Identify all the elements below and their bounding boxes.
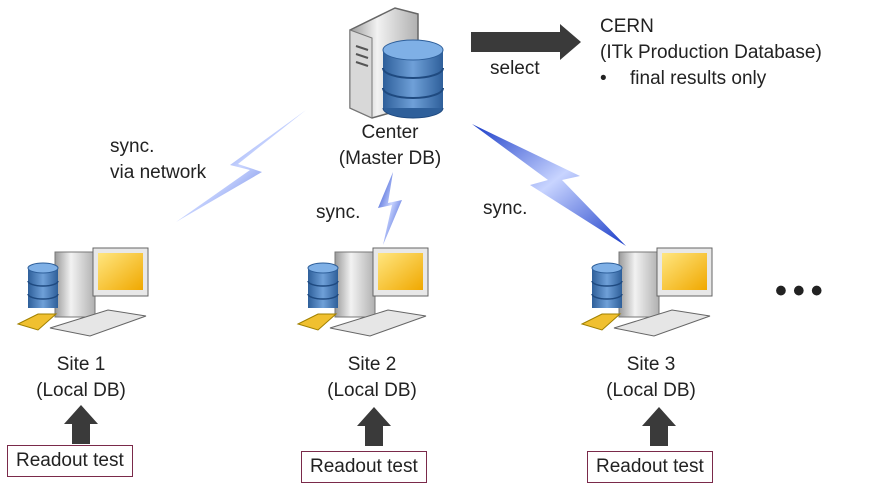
cern-bullet-text: final results only xyxy=(630,68,767,89)
site-2-db: (Local DB) xyxy=(327,380,417,401)
center-label-group: Center (Master DB) xyxy=(330,120,450,172)
cern-title: CERN xyxy=(600,16,654,37)
site-2-label: Site 2 (Local DB) xyxy=(304,352,440,404)
sync-bolt-left xyxy=(176,110,306,222)
site-3-label: Site 3 (Local DB) xyxy=(588,352,714,404)
site-3-up-arrow xyxy=(642,407,676,446)
sync-left-line1: sync. xyxy=(110,136,155,157)
site-1-readout-test-box: Readout test xyxy=(7,445,133,477)
site-1-computer-icon xyxy=(16,247,149,337)
sync-bolt-middle xyxy=(378,172,402,245)
site-3-db: (Local DB) xyxy=(606,380,696,401)
center-server-icon xyxy=(349,7,444,119)
site-3-name: Site 3 xyxy=(626,354,676,375)
site-1-label: Site 1 (Local DB) xyxy=(20,352,142,404)
site-3-computer-icon xyxy=(580,247,713,337)
cern-block: CERN (ITk Production Database) •final re… xyxy=(600,14,822,92)
sync-label-middle: sync. xyxy=(316,202,361,223)
site-2-readout-test-box: Readout test xyxy=(301,451,427,483)
select-label: select xyxy=(490,58,540,79)
sync-left-line2: via network xyxy=(110,162,207,183)
cern-bullet-item: •final results only xyxy=(600,68,767,89)
site-2-up-arrow xyxy=(357,407,391,446)
site-3-readout-test-box: Readout test xyxy=(587,451,713,483)
sync-label-left: sync. via network xyxy=(110,134,206,186)
center-label: Center xyxy=(361,122,419,143)
site-1-up-arrow xyxy=(64,405,98,444)
sync-bolt-right xyxy=(472,124,626,246)
site-1-name: Site 1 xyxy=(56,354,106,375)
site-1-db: (Local DB) xyxy=(36,380,126,401)
site-2-computer-icon xyxy=(296,247,429,337)
select-arrow xyxy=(471,24,581,60)
site-2-name: Site 2 xyxy=(347,354,397,375)
more-sites-ellipsis: ••• xyxy=(775,272,829,310)
sync-label-right: sync. xyxy=(483,198,528,219)
center-sublabel: (Master DB) xyxy=(338,148,442,169)
cern-subtitle: (ITk Production Database) xyxy=(600,42,822,63)
